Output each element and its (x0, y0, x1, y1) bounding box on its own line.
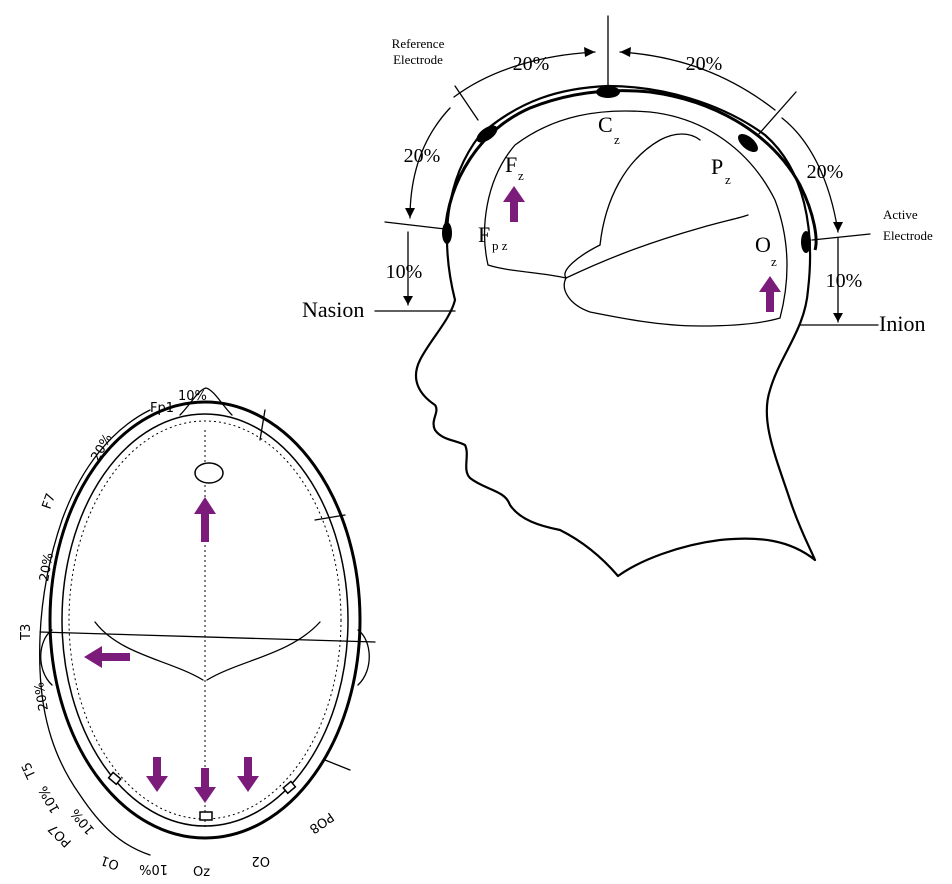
tick-lower-right (325, 760, 350, 770)
pct-left-mid: 20% (404, 145, 441, 167)
fz-label: F (505, 152, 517, 177)
arrow-o1 (146, 757, 168, 792)
po7-label: PO7 (46, 821, 75, 850)
t3-label: T3 (19, 624, 34, 641)
oz-top-label: Oz (193, 865, 210, 879)
arrow-temporal (84, 646, 130, 668)
brain-sulcus-frontal (565, 245, 600, 278)
arrow-fz (503, 186, 525, 222)
arrowhead-right-mid (833, 222, 843, 232)
fpz-label: F (478, 222, 490, 247)
pct-top-view-10-a: 10% (36, 783, 63, 816)
pz-leader-line (758, 92, 796, 135)
oz-subscript: z (771, 254, 777, 269)
reference-label-2: Electrode (393, 52, 443, 67)
active-label-2: Electrode (883, 228, 933, 243)
o1-label: O1 (99, 852, 122, 872)
electrode-reference (474, 122, 501, 146)
t5-label: T5 (19, 760, 40, 782)
cerebellum-curve-right (207, 622, 320, 680)
electrode-fpz (442, 222, 452, 244)
pct-top-view-10-b: 10% (68, 805, 98, 837)
reference-label-1: Reference (392, 36, 445, 51)
brain-sulcus-central (600, 134, 700, 245)
fp1-label: Fp1 (150, 401, 174, 416)
active-label-1: Active (883, 207, 918, 222)
oz-label: O (755, 232, 771, 257)
reference-leader-line (455, 86, 478, 120)
fpz-leader-line (385, 222, 445, 229)
cz-subscript: z (614, 132, 620, 147)
arrow-oz-top (194, 768, 216, 803)
tick-upper-right (260, 410, 265, 440)
active-leader-line (812, 234, 870, 240)
pct-left-low: 10% (386, 261, 423, 283)
brain-sulcus-lateral (566, 215, 748, 278)
arrow-o2 (237, 757, 259, 792)
pct-top-view-10: 10% (178, 389, 207, 404)
arrowhead-top-left (584, 47, 595, 57)
pct-top-view-lower: 20% (32, 681, 52, 712)
head-profile-outline (416, 86, 815, 576)
f7-label: F7 (40, 491, 59, 511)
top-view-head: Fp1 10% 20% F7 20% T3 20% T5 10% 10% 10%… (19, 388, 375, 879)
cz-label: C (598, 112, 613, 137)
pct-top-left: 20% (513, 53, 550, 75)
cerebellum-curve-left (95, 622, 203, 680)
frontal-oval (195, 463, 223, 483)
arrowhead-right-low (833, 313, 843, 322)
pct-top-view-10-c: 10% (139, 861, 168, 876)
arrowhead-left-low (403, 296, 413, 305)
electrode-oz-top (200, 812, 212, 820)
arrowhead-top-right (620, 47, 631, 57)
nasion-label: Nasion (302, 297, 364, 322)
o2-label: O2 (251, 853, 270, 868)
electrode-active (801, 231, 811, 253)
fz-subscript: z (518, 168, 524, 183)
pz-label: P (711, 154, 723, 179)
arrow-frontal (194, 497, 216, 542)
side-view-head: Reference Electrode 20% 20% 20% 20% 10% … (302, 16, 933, 576)
inion-label: Inion (879, 311, 925, 336)
po8-label: PO8 (306, 809, 336, 836)
arrow-oz (759, 276, 781, 312)
pz-subscript: z (725, 172, 731, 187)
pct-right-mid: 20% (807, 161, 844, 183)
arrowhead-left-mid (405, 208, 415, 218)
skull-band-outer (445, 91, 816, 250)
pct-top-right: 20% (686, 53, 723, 75)
pct-right-low: 10% (826, 270, 863, 292)
transverse-line (40, 632, 375, 642)
fpz-subscript: p z (492, 238, 508, 253)
